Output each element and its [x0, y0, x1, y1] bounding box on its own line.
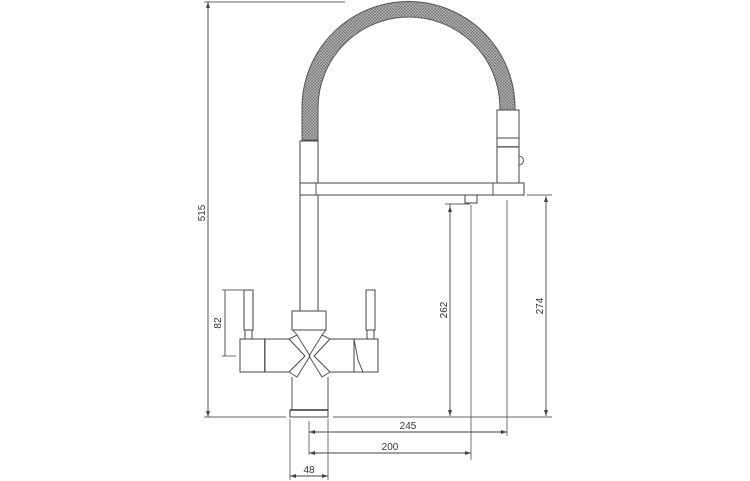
- right-handle: [365, 289, 376, 340]
- outlet-height-dimension: 262: [439, 203, 472, 460]
- handle-height-dimension: 82: [213, 289, 244, 357]
- body-height-dimension: 274: [506, 194, 552, 436]
- overall-height-dimension: 515: [197, 1, 345, 417]
- spout-arm: [299, 182, 525, 204]
- reach-outer-dimension: 245: [308, 421, 507, 455]
- spray-button-icon: [518, 155, 524, 166]
- base-diameter-dimension: 48: [289, 419, 329, 480]
- body-height-label: 274: [535, 297, 546, 314]
- base-diameter-label: 48: [303, 465, 315, 476]
- base-plate: [289, 409, 329, 418]
- filtered-water-outlet: [464, 194, 478, 204]
- handle-height-label: 82: [213, 317, 224, 329]
- reach-outer-label: 245: [400, 421, 417, 432]
- pull-out-hose: [301, 1, 516, 141]
- tap-column: [299, 140, 319, 314]
- body-collar: [291, 310, 327, 331]
- valve-body: [239, 329, 379, 410]
- reach-outlet-dimension: 200: [309, 442, 471, 455]
- spray-head: [496, 109, 524, 184]
- left-handle: [243, 289, 254, 340]
- outlet-height-label: 262: [439, 301, 450, 318]
- overall-height-label: 515: [197, 204, 208, 221]
- reach-outlet-label: 200: [382, 442, 399, 453]
